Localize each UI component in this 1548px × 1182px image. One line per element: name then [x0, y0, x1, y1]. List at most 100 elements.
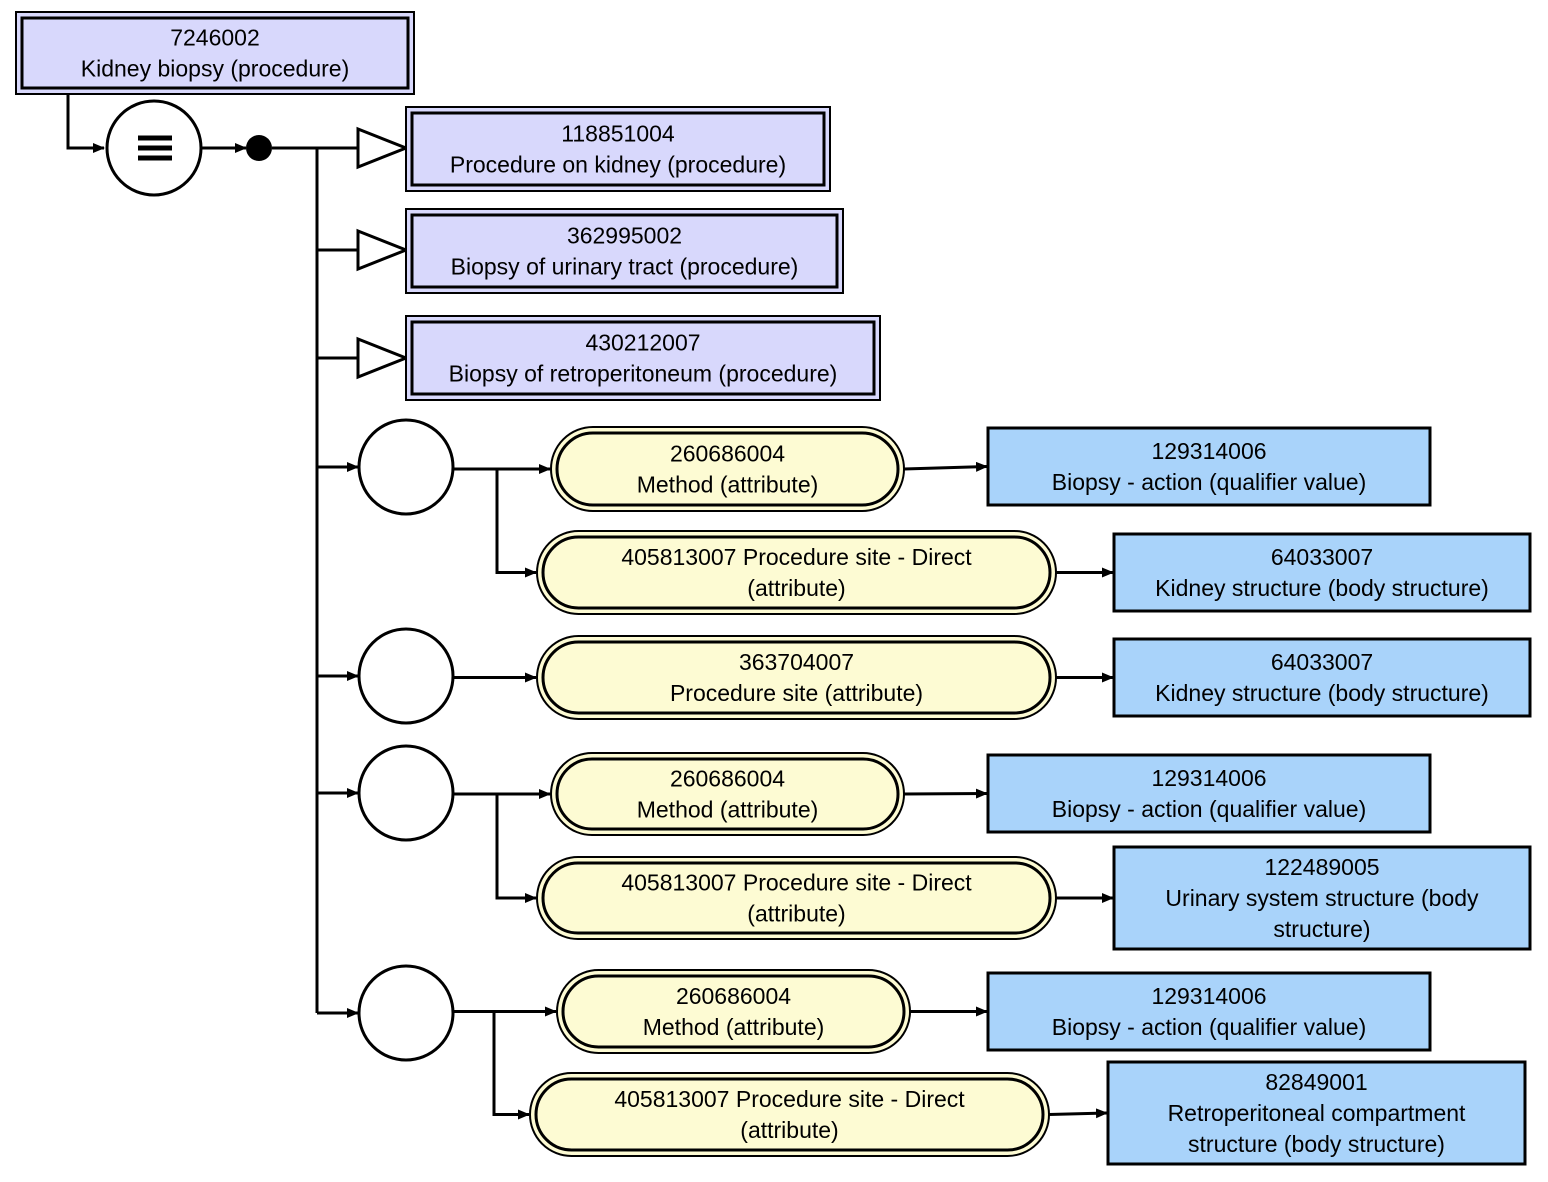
- attribute-inner-border: [555, 757, 900, 831]
- equivalent-icon-bar: [138, 155, 172, 161]
- attribute-inner-border: [561, 974, 906, 1049]
- attribute-outer-border: [529, 1072, 1050, 1157]
- isa-arrow-triangle: [356, 126, 411, 170]
- value-label: Urinary system structure (body: [1165, 885, 1479, 911]
- isa-arrow-triangle: [356, 336, 411, 380]
- value-box-border: [986, 971, 1432, 1052]
- concept-label: Procedure on kidney (procedure): [450, 152, 786, 178]
- value-label: 129314006: [1151, 438, 1266, 464]
- equivalent-icon: [138, 135, 172, 161]
- attribute-label: 260686004: [670, 441, 785, 467]
- concept-label: 7246002: [170, 25, 260, 51]
- attribute-label: Method (attribute): [643, 1014, 825, 1040]
- attribute-inner-border: [541, 535, 1052, 610]
- concept-label: 430212007: [585, 330, 700, 356]
- attribute-outer-border: [550, 752, 905, 836]
- box-outer-border: [405, 106, 831, 192]
- value-label: Kidney structure (body structure): [1155, 575, 1489, 601]
- box-inner-border: [410, 320, 876, 396]
- attribute-label: Method (attribute): [637, 472, 819, 498]
- value-label: 129314006: [1151, 983, 1266, 1009]
- role-group-circle: [357, 744, 455, 842]
- value-label: Biopsy - action (qualifier value): [1052, 469, 1366, 495]
- attribute-inner-border: [541, 640, 1052, 715]
- attribute-label: 405813007 Procedure site - Direct: [614, 1086, 965, 1112]
- box-outer-border: [405, 208, 844, 294]
- box-inner-border: [410, 213, 839, 289]
- attribute-outer-border: [536, 635, 1057, 720]
- attribute-label: (attribute): [747, 575, 845, 601]
- value-label: 82849001: [1265, 1069, 1367, 1095]
- attribute-label: (attribute): [747, 901, 845, 927]
- value-label: structure): [1273, 916, 1370, 942]
- value-box-border: [1112, 532, 1532, 613]
- attribute-label: Procedure site (attribute): [670, 680, 923, 706]
- value-box-border: [1106, 1060, 1527, 1166]
- attribute-outer-border: [556, 969, 911, 1054]
- value-box-border: [986, 426, 1432, 507]
- box-inner-border: [410, 111, 826, 187]
- equivalent-icon-bar: [138, 135, 172, 141]
- attribute-inner-border: [541, 861, 1052, 935]
- concept-label: 362995002: [567, 223, 682, 249]
- concept-label: 118851004: [561, 121, 675, 147]
- attribute-to-value-connector: [1048, 1108, 1108, 1119]
- value-label: structure (body structure): [1188, 1131, 1445, 1157]
- value-label: 64033007: [1271, 649, 1373, 675]
- value-box-border: [986, 753, 1432, 834]
- concept-label: Biopsy of urinary tract (procedure): [451, 254, 799, 280]
- value-label: 122489005: [1264, 854, 1379, 880]
- group-to-attribute-connector: [495, 469, 537, 578]
- concept-label: Kidney biopsy (procedure): [81, 56, 349, 82]
- value-box-border: [1112, 637, 1532, 718]
- concept-label: Biopsy of retroperitoneum (procedure): [449, 361, 838, 387]
- box-outer-border: [405, 315, 881, 401]
- attribute-label: 405813007 Procedure site - Direct: [621, 870, 972, 896]
- role-group-circle: [357, 964, 455, 1062]
- attribute-3-1: 405813007 Procedure site - Direct(attrib…: [529, 1072, 1050, 1157]
- attribute-label: 363704007: [739, 649, 854, 675]
- conjunction-dot: [246, 135, 272, 161]
- attribute-outer-border: [550, 426, 905, 512]
- attribute-2-1: 405813007 Procedure site - Direct (attrib…: [536, 856, 1057, 940]
- box-outer-border: [15, 11, 415, 95]
- value-label: Retroperitoneal compartment: [1168, 1100, 1466, 1126]
- attribute-outer-border: [536, 530, 1057, 615]
- value-label: 64033007: [1271, 544, 1373, 570]
- value-label: Kidney structure (body structure): [1155, 680, 1489, 706]
- role-group-circle: [357, 627, 455, 725]
- box-inner-border: [20, 16, 410, 90]
- equivalent-icon-bar: [138, 145, 172, 151]
- connector-lines: [66, 94, 1114, 1120]
- attribute-inner-border: [534, 1077, 1045, 1152]
- attribute-label: Method (attribute): [637, 797, 819, 823]
- attribute-inner-border: [555, 431, 900, 507]
- attribute-to-value-connector: [903, 788, 988, 799]
- attribute-outer-border: [536, 856, 1057, 940]
- group-to-attribute-connector: [492, 1011, 530, 1120]
- attribute-0-1: 405813007 Procedure site - Direct (attrib…: [536, 530, 1057, 615]
- isa-arrow-triangle: [356, 228, 411, 272]
- role-group-circle: [357, 418, 455, 516]
- value-box-border: [1112, 845, 1532, 951]
- attribute-label: 260686004: [676, 983, 791, 1009]
- attribute-label: 405813007 Procedure site - Direct: [621, 544, 972, 570]
- focus-to-status-connector: [66, 94, 105, 153]
- group-to-attribute-connector: [495, 794, 537, 903]
